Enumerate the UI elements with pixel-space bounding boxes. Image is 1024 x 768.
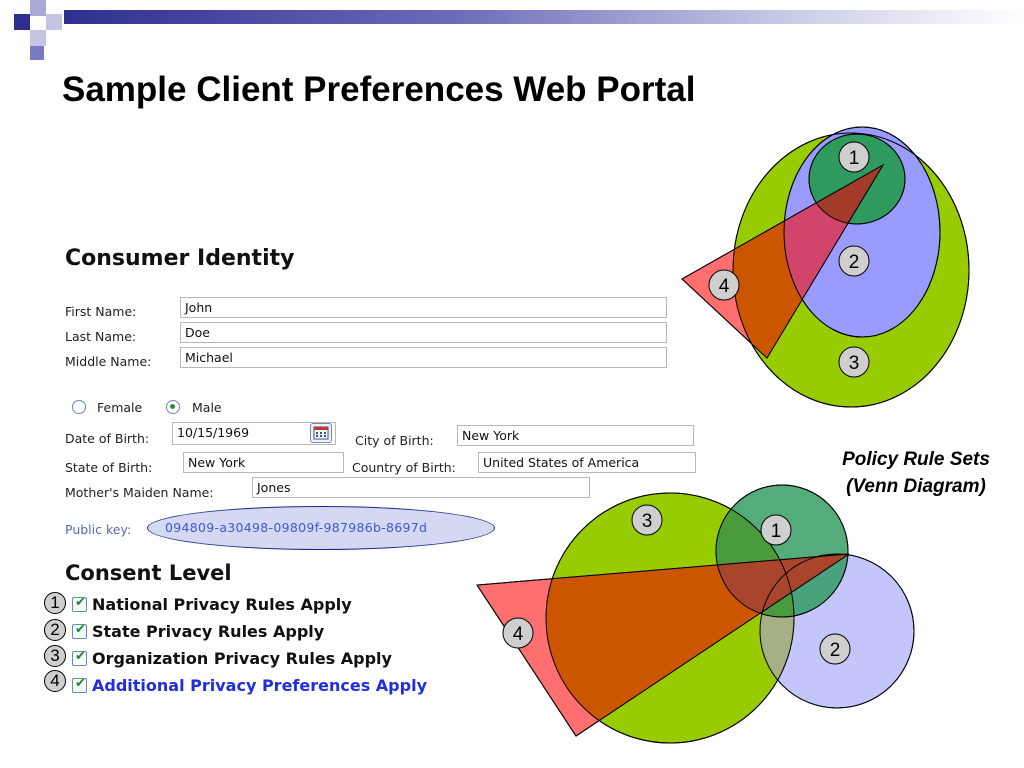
dob-input[interactable]: 10/15/1969 xyxy=(172,422,336,445)
middle-name-input[interactable]: Michael xyxy=(180,347,667,368)
consent-item-label: Additional Privacy Preferences Apply xyxy=(92,676,427,695)
check-icon: ✔ xyxy=(75,622,86,637)
last-name-input[interactable]: Doe xyxy=(180,322,667,343)
city-of-birth-label: City of Birth: xyxy=(355,433,434,448)
female-radio[interactable] xyxy=(72,400,86,414)
page-title: Sample Client Preferences Web Portal xyxy=(62,70,696,109)
consent-level-heading: Consent Level xyxy=(65,561,232,585)
header-square-light xyxy=(30,30,46,46)
state-checkbox[interactable]: ✔ xyxy=(72,622,87,639)
check-icon: ✔ xyxy=(75,676,86,691)
mothers-maiden-name-input[interactable]: Jones xyxy=(252,477,590,498)
set-3-circle xyxy=(545,492,795,744)
venn-bottom-label-2: 2 xyxy=(830,640,841,661)
consent-number-badge: 2 xyxy=(44,619,66,641)
venn-top: 1 2 3 4 xyxy=(681,126,970,408)
set-2-circle xyxy=(783,126,941,338)
middle-name-label: Middle Name: xyxy=(65,354,152,369)
venn-caption-line1: Policy Rule Sets xyxy=(842,449,990,470)
venn-top-label-1: 1 xyxy=(849,148,860,169)
check-icon: ✔ xyxy=(75,595,86,610)
country-of-birth-label: Country of Birth: xyxy=(352,460,456,475)
last-name-label: Last Name: xyxy=(65,329,137,344)
header-square-light xyxy=(46,14,62,30)
venn-caption: Policy Rule Sets (Venn Diagram) xyxy=(808,446,1024,500)
consent-number-badge: 4 xyxy=(44,670,66,692)
set-3-circle xyxy=(732,132,970,408)
venn-caption-line2: (Venn Diagram) xyxy=(846,476,986,497)
overlap-1-3 xyxy=(716,493,794,617)
venn-bottom: 3 1 4 2 xyxy=(476,484,915,744)
city-of-birth-input[interactable]: New York xyxy=(457,425,694,446)
overlap-3-4 xyxy=(546,554,794,736)
public-key-highlight xyxy=(147,506,495,550)
set-4-triangle xyxy=(681,163,885,359)
first-name-input[interactable]: John xyxy=(180,297,667,318)
consent-item-label: National Privacy Rules Apply xyxy=(92,595,352,614)
overlap-1-4 xyxy=(716,554,848,617)
set-1-circle xyxy=(715,484,849,618)
venn-bottom-label-1: 1 xyxy=(771,521,782,542)
set-2-circle xyxy=(759,553,915,709)
header-gradient-bar xyxy=(64,10,1024,24)
consumer-identity-heading: Consumer Identity xyxy=(65,246,295,271)
first-name-label: First Name: xyxy=(65,304,137,319)
male-radio[interactable] xyxy=(166,400,180,414)
state-of-birth-input[interactable]: New York xyxy=(183,452,344,473)
overlap-1-4 xyxy=(809,165,883,224)
radio-selected-dot xyxy=(170,404,175,409)
venn-top-label-2: 2 xyxy=(849,252,860,273)
set-1-circle xyxy=(808,133,906,225)
venn-bottom-label-3: 3 xyxy=(642,511,653,532)
mothers-maiden-name-label: Mother's Maiden Name: xyxy=(65,485,214,500)
venn-top-label-3: 3 xyxy=(849,353,860,374)
consent-number-badge: 3 xyxy=(44,645,66,667)
check-icon: ✔ xyxy=(75,649,86,664)
calendar-icon xyxy=(313,426,329,440)
female-label: Female xyxy=(97,400,143,415)
consent-item-label: Organization Privacy Rules Apply xyxy=(92,649,392,668)
overlap-2-4 xyxy=(784,165,883,337)
header-square-light xyxy=(30,0,46,16)
overlap-3-4 xyxy=(733,165,883,358)
header-square-dark xyxy=(14,14,30,30)
dob-label: Date of Birth: xyxy=(65,431,150,446)
venn-bottom-label-4: 4 xyxy=(513,624,524,645)
header-decoration xyxy=(0,0,1024,62)
national-checkbox[interactable]: ✔ xyxy=(72,595,87,612)
public-key-value: 094809-a30498-09809f-987986b-8697d xyxy=(165,520,428,535)
header-square-dark xyxy=(30,46,44,60)
overlap-2-3 xyxy=(760,554,794,708)
country-of-birth-input[interactable]: United States of America xyxy=(478,452,696,473)
additional-checkbox[interactable]: ✔ xyxy=(72,676,87,693)
set-4-triangle xyxy=(476,553,850,737)
calendar-button[interactable] xyxy=(310,423,332,443)
venn-top-label-4: 4 xyxy=(719,276,730,297)
state-of-birth-label: State of Birth: xyxy=(65,460,153,475)
consent-number-badge: 1 xyxy=(44,592,66,614)
male-label: Male xyxy=(192,400,222,415)
consent-item-label: State Privacy Rules Apply xyxy=(92,622,325,641)
public-key-label: Public key: xyxy=(65,522,132,537)
organization-checkbox[interactable]: ✔ xyxy=(72,649,87,666)
